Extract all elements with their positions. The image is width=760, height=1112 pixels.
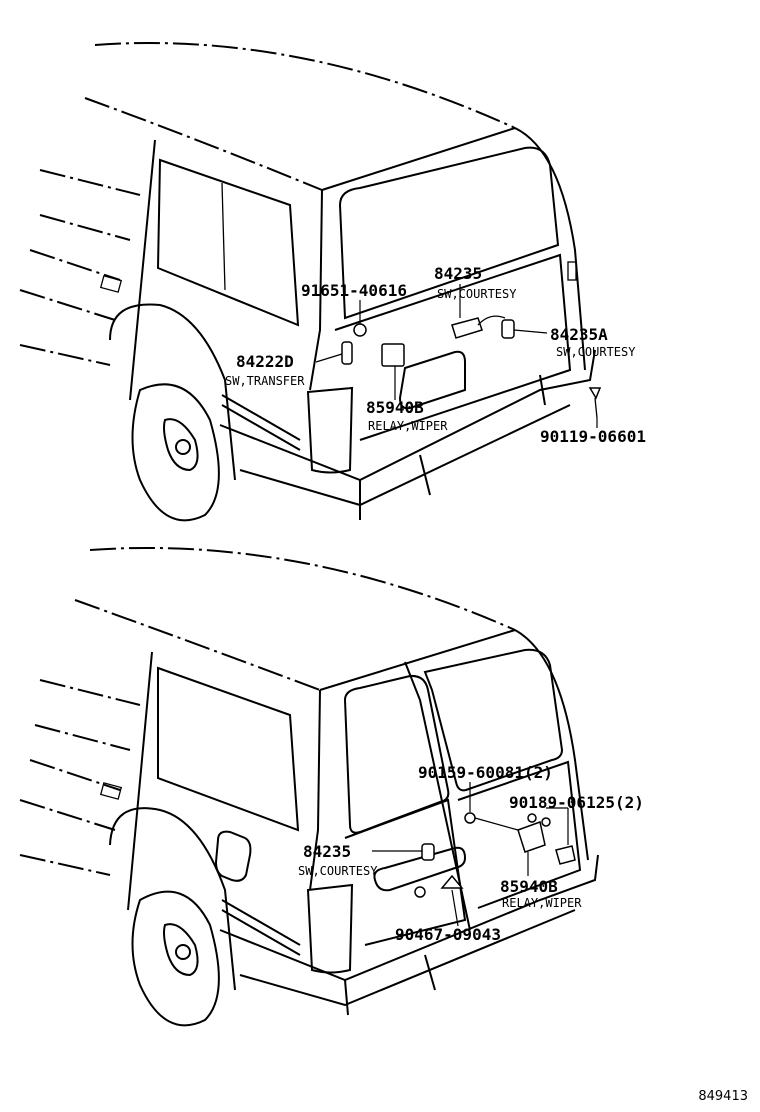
part-desc-label: SW,COURTESY <box>556 345 636 359</box>
leaders-top <box>315 284 598 428</box>
part-desc-label: RELAY,WIPER <box>368 419 448 433</box>
vehicle-top-illustration <box>19 42 596 522</box>
screw-part-icon <box>464 812 476 824</box>
part-number-label: 91651-40616 <box>301 281 407 300</box>
leaders-bottom <box>372 782 569 927</box>
labels-bottom: 90159-60081(2) 90189-06125(2) 84235 SW,C… <box>298 763 644 944</box>
part-number-label: 84235 <box>303 842 351 861</box>
part-desc-label: SW,TRANSFER <box>225 374 305 388</box>
labels-top: 84235 SW,COURTESY 91651-40616 84235A SW,… <box>225 264 646 446</box>
part-desc-label: SW,COURTESY <box>298 864 378 878</box>
part-number-label: 84235A <box>550 325 608 344</box>
courtesy-switch-part-icon <box>421 843 435 861</box>
part-desc-label: RELAY,WIPER <box>502 896 582 910</box>
part-number-label: 85940B <box>500 877 558 896</box>
diagram-id-label: 849413 <box>698 1089 748 1104</box>
wiper-relay-part-icon <box>381 343 405 367</box>
part-number-label: 85940B <box>366 398 424 417</box>
part-number-label: 84235 <box>434 264 482 283</box>
bolt-part-icon <box>588 387 602 400</box>
part-number-label: 90189-06125(2) <box>509 793 644 812</box>
bolt-part-icon <box>541 817 551 827</box>
parts-top <box>341 315 602 419</box>
part-number-label: 90467-09043 <box>395 925 501 944</box>
clip-part-icon <box>440 874 464 889</box>
part-number-label: 84222D <box>236 352 294 371</box>
vehicle-bottom-illustration <box>19 546 599 1027</box>
transfer-switch-part-icon <box>341 341 353 365</box>
part-number-label: 90119-06601 <box>540 427 646 446</box>
part-desc-label: SW,COURTESY <box>437 287 517 301</box>
bracket-part-icon <box>555 845 576 865</box>
clip-part-icon <box>353 323 367 337</box>
bolt-part-icon <box>527 813 537 823</box>
wiper-relay-part-icon <box>517 821 546 853</box>
grommet-part-icon <box>414 886 426 898</box>
courtesy-switch-part-icon <box>451 317 483 339</box>
courtesy-switch-a-part-icon <box>501 319 515 339</box>
part-number-label: 90159-60081(2) <box>418 763 553 782</box>
